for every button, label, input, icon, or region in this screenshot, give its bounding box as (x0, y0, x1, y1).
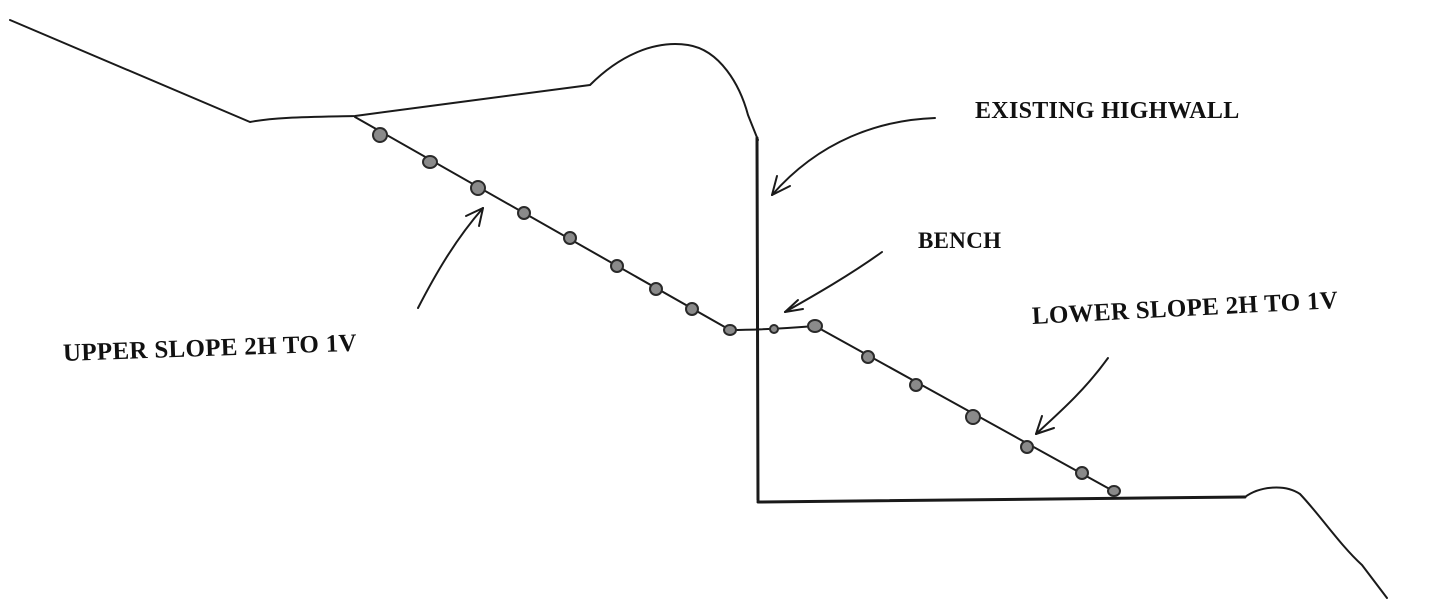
lower-slope-markers (861, 350, 1121, 497)
slope-marker (649, 282, 663, 296)
slope-marker (1020, 440, 1034, 454)
slope-marker (1075, 466, 1089, 480)
upper-slope-arrow (417, 207, 484, 309)
lower-slope-line (814, 325, 1116, 493)
slope-marker (372, 127, 388, 143)
slope-marker (610, 259, 624, 273)
bench-marker (807, 319, 823, 333)
existing-highwall-label: EXISTING HIGHWALL (975, 98, 1240, 124)
slope-marker (517, 206, 531, 220)
upper-slope-markers (372, 127, 737, 336)
bench-label: BENCH (918, 228, 1002, 253)
bench-markers (769, 319, 823, 334)
bench-marker (769, 324, 779, 334)
slope-marker (861, 350, 875, 364)
upper-slope-line (354, 116, 731, 331)
slope-marker (1107, 485, 1121, 497)
bench-arrow (784, 251, 883, 313)
highwall-arrow (771, 117, 936, 196)
slope-marker (723, 324, 737, 336)
existing-highwall-line (755, 136, 760, 502)
pit-floor-line (756, 495, 1247, 504)
slope-marker (470, 180, 486, 196)
original-ground-line (9, 19, 759, 141)
slope-marker (422, 155, 438, 169)
slope-marker (563, 231, 577, 245)
slope-marker (965, 409, 981, 425)
lower-slope-arrow (1035, 357, 1109, 435)
right-ground-line (1244, 486, 1388, 599)
slope-marker (909, 378, 923, 392)
slope-marker (685, 302, 699, 316)
